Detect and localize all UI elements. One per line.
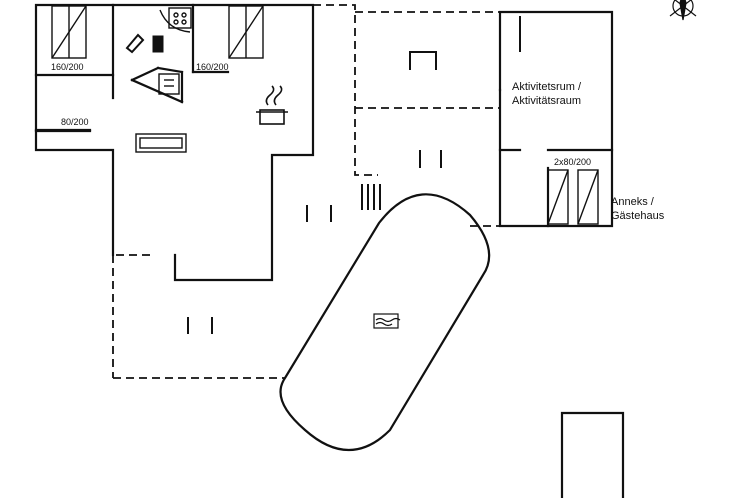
- shower-icon: [159, 7, 192, 33]
- bed-1-size-label: 160/200: [51, 62, 84, 72]
- sofa-icon: [135, 133, 187, 153]
- pool-outline: [279, 193, 491, 451]
- door-markers: [187, 16, 521, 334]
- bed-1: [51, 5, 87, 59]
- terrace-outlines: [112, 4, 500, 379]
- bed-3-size-label: 80/200: [61, 117, 89, 127]
- activity-room-label-line1: Aktivitetsrum /: [512, 81, 582, 93]
- annex-walls: [498, 10, 614, 228]
- activity-room-label-line2: Aktivitätsraum: [512, 95, 582, 107]
- annex-label-line2: Gästehaus: [611, 210, 665, 222]
- bed-4b: [577, 169, 599, 225]
- bed-4-size-label: 2x80/200: [554, 157, 592, 167]
- bed-2: [228, 5, 264, 59]
- cooking-pot-icon: [256, 85, 288, 125]
- pool-icon: [373, 313, 401, 329]
- bed-4a: [547, 169, 569, 225]
- compass-icon: [669, 0, 697, 21]
- toilet-icon: [125, 33, 164, 54]
- shed-outline: [560, 411, 625, 498]
- annex-label-line1: Anneks /: [611, 196, 654, 208]
- main-house-walls: [34, 3, 315, 282]
- bed-2-size-label: 160/200: [196, 62, 229, 72]
- stove-icon: [158, 73, 180, 95]
